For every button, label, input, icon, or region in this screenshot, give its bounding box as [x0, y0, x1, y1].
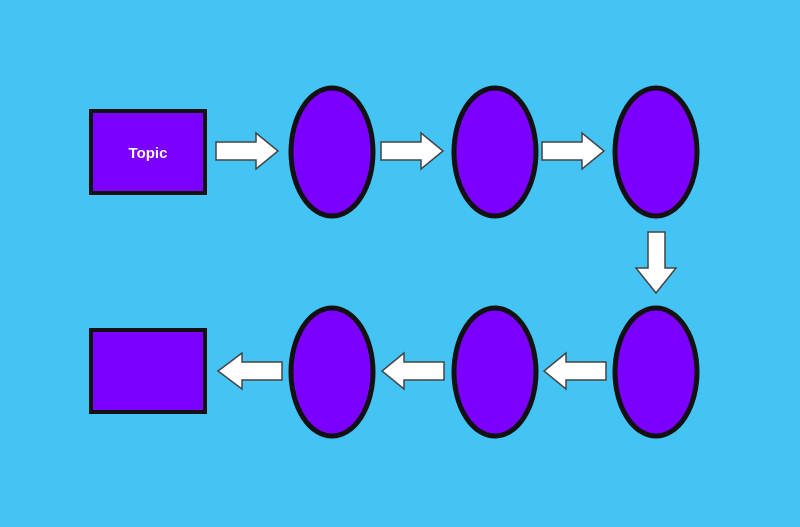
- right-arrow-icon: [380, 131, 445, 171]
- oval-node-4: [612, 305, 700, 439]
- end-box: [89, 328, 207, 414]
- oval-node-3: [612, 85, 700, 219]
- left-arrow-icon: [542, 351, 607, 391]
- right-arrow-icon: [215, 131, 280, 171]
- left-arrow-icon: [216, 351, 283, 391]
- oval-node-6: [288, 305, 376, 439]
- topic-box: [89, 109, 207, 195]
- oval-node-1: [288, 85, 376, 219]
- oval-node-2: [451, 85, 539, 219]
- down-arrow-icon: [634, 231, 678, 295]
- left-arrow-icon: [380, 351, 445, 391]
- oval-node-5: [451, 305, 539, 439]
- right-arrow-icon: [541, 131, 606, 171]
- topic-label: Topic: [129, 145, 168, 162]
